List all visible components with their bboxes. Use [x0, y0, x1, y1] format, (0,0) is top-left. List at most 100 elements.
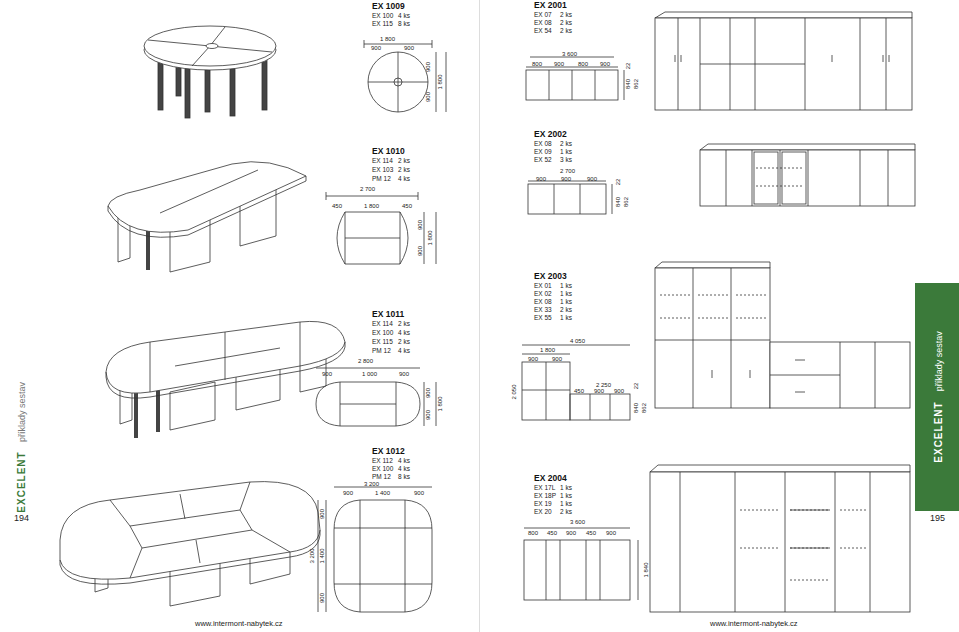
- dimension: 1 800: [437, 74, 443, 89]
- part-list-item: 1 ks: [560, 493, 572, 500]
- part-list-item: 2 ks: [560, 141, 572, 148]
- part-list-item: EX 52: [534, 157, 552, 164]
- dimension: 3 600: [570, 519, 585, 525]
- part-list-item: 1 ks: [560, 283, 572, 290]
- dimension: 1 400: [375, 490, 390, 496]
- part-list-item: 1 ks: [560, 485, 572, 492]
- part-list-item: EX 100: [372, 466, 393, 473]
- dimension: 900: [322, 371, 332, 377]
- ring-table-plan: [318, 487, 432, 612]
- dimension: 1 000: [362, 371, 377, 377]
- part-list-item: EX 07: [534, 12, 552, 19]
- dimension: 900: [414, 490, 424, 496]
- part-list-item: 2 ks: [398, 321, 410, 328]
- part-list-item: 2 ks: [398, 158, 410, 165]
- dimension: 900: [399, 371, 409, 377]
- part-list-item: EX 115: [372, 339, 393, 346]
- dimension: 900: [606, 530, 616, 536]
- cabinet-elevation: [526, 57, 624, 100]
- part-list-item: 1 ks: [560, 149, 572, 156]
- set-code: EX 2003: [534, 272, 567, 281]
- dimension: 840: [615, 197, 621, 207]
- dimension: 450: [547, 530, 557, 536]
- part-list-item: 1 ks: [560, 315, 572, 322]
- dimension: 900: [319, 593, 325, 603]
- page-number: 195: [930, 514, 945, 523]
- part-list-item: EX 100: [372, 13, 393, 20]
- part-list-item: PM 12: [372, 176, 391, 183]
- round-table-plan: [364, 40, 446, 112]
- part-list-item: EX 02: [534, 291, 552, 298]
- dimension: 900: [425, 92, 431, 102]
- dimension: 900: [425, 410, 431, 420]
- dimension: 2 700: [360, 186, 375, 192]
- dimension: 900: [536, 176, 546, 182]
- dimension: 840: [633, 403, 639, 413]
- part-list-item: 4 ks: [398, 176, 410, 183]
- part-list-item: EX 55: [534, 315, 552, 322]
- dimension: 800: [532, 61, 542, 67]
- section-title: příklady sestav: [18, 382, 27, 442]
- set-code: EX 1012: [372, 447, 405, 456]
- part-list-item: EX 17L: [534, 485, 555, 492]
- part-list-item: EX 54: [534, 28, 552, 35]
- dimension: 1 800: [364, 203, 379, 209]
- part-list-item: 2 ks: [560, 307, 572, 314]
- dimension: 3 600: [562, 51, 577, 57]
- dimension: 900: [566, 530, 576, 536]
- dimension: 900: [404, 45, 414, 51]
- dimension: 3 200: [309, 548, 315, 563]
- dimension: 900: [587, 176, 597, 182]
- dimension: 800: [578, 61, 588, 67]
- part-list-item: 1 ks: [560, 291, 572, 298]
- dimension: 450: [402, 203, 412, 209]
- section-title: příklady sestav: [934, 331, 944, 391]
- conference-table-plan: [316, 368, 436, 426]
- cabinet-wall: [655, 262, 910, 408]
- dimension: 1 840: [643, 562, 649, 577]
- page-gutter: [479, 0, 480, 632]
- cabinet-elevation: [528, 181, 612, 214]
- part-list-item: 1 ks: [560, 299, 572, 306]
- ring-table: [60, 482, 320, 606]
- part-list-item: EX 08: [534, 299, 552, 306]
- part-list-item: EX 115: [372, 21, 393, 28]
- dimension: 900: [552, 356, 562, 362]
- dimension: 1 400: [319, 548, 325, 563]
- dimension: 2 250: [596, 382, 611, 388]
- part-list-item: EX 01: [534, 283, 552, 290]
- dimension: 2 050: [511, 384, 517, 399]
- dimension: 1 800: [427, 230, 433, 245]
- part-list-item: PM 12: [372, 348, 391, 355]
- dimension: 22: [633, 383, 639, 390]
- part-list-item: 4 ks: [398, 458, 410, 465]
- cabinet-wall: [655, 12, 912, 110]
- dimension: 900: [371, 45, 381, 51]
- part-list-item: 2 ks: [560, 20, 572, 27]
- part-list-item: 4 ks: [398, 466, 410, 473]
- web-address: www.intermont-nabytek.cz: [710, 620, 798, 628]
- part-list-item: EX 114: [372, 158, 393, 165]
- dimension: 900: [425, 388, 431, 398]
- cabinet-elevation: [522, 345, 630, 420]
- part-list-item: 2 ks: [398, 167, 410, 174]
- dimension: 1 800: [540, 347, 555, 353]
- set-code: EX 2004: [534, 474, 567, 483]
- part-list-item: 4 ks: [398, 13, 410, 20]
- cabinet-wall: [650, 465, 910, 612]
- dimension: 2 800: [358, 358, 373, 364]
- part-list-item: 4 ks: [398, 348, 410, 355]
- set-code: EX 1011: [372, 310, 404, 319]
- dimension: 800: [528, 530, 538, 536]
- meeting-table: [108, 162, 306, 272]
- part-list-item: EX 18P: [534, 493, 556, 500]
- dimension: 840: [625, 79, 631, 89]
- set-code: EX 2001: [534, 1, 567, 10]
- tab-text: EXCELENTpříklady sestav: [928, 331, 946, 462]
- dimension: 862: [623, 197, 629, 207]
- dimension: 900: [600, 61, 610, 67]
- conference-table: [106, 321, 345, 438]
- dimension: 900: [343, 490, 353, 496]
- part-list-item: 2 ks: [398, 339, 410, 346]
